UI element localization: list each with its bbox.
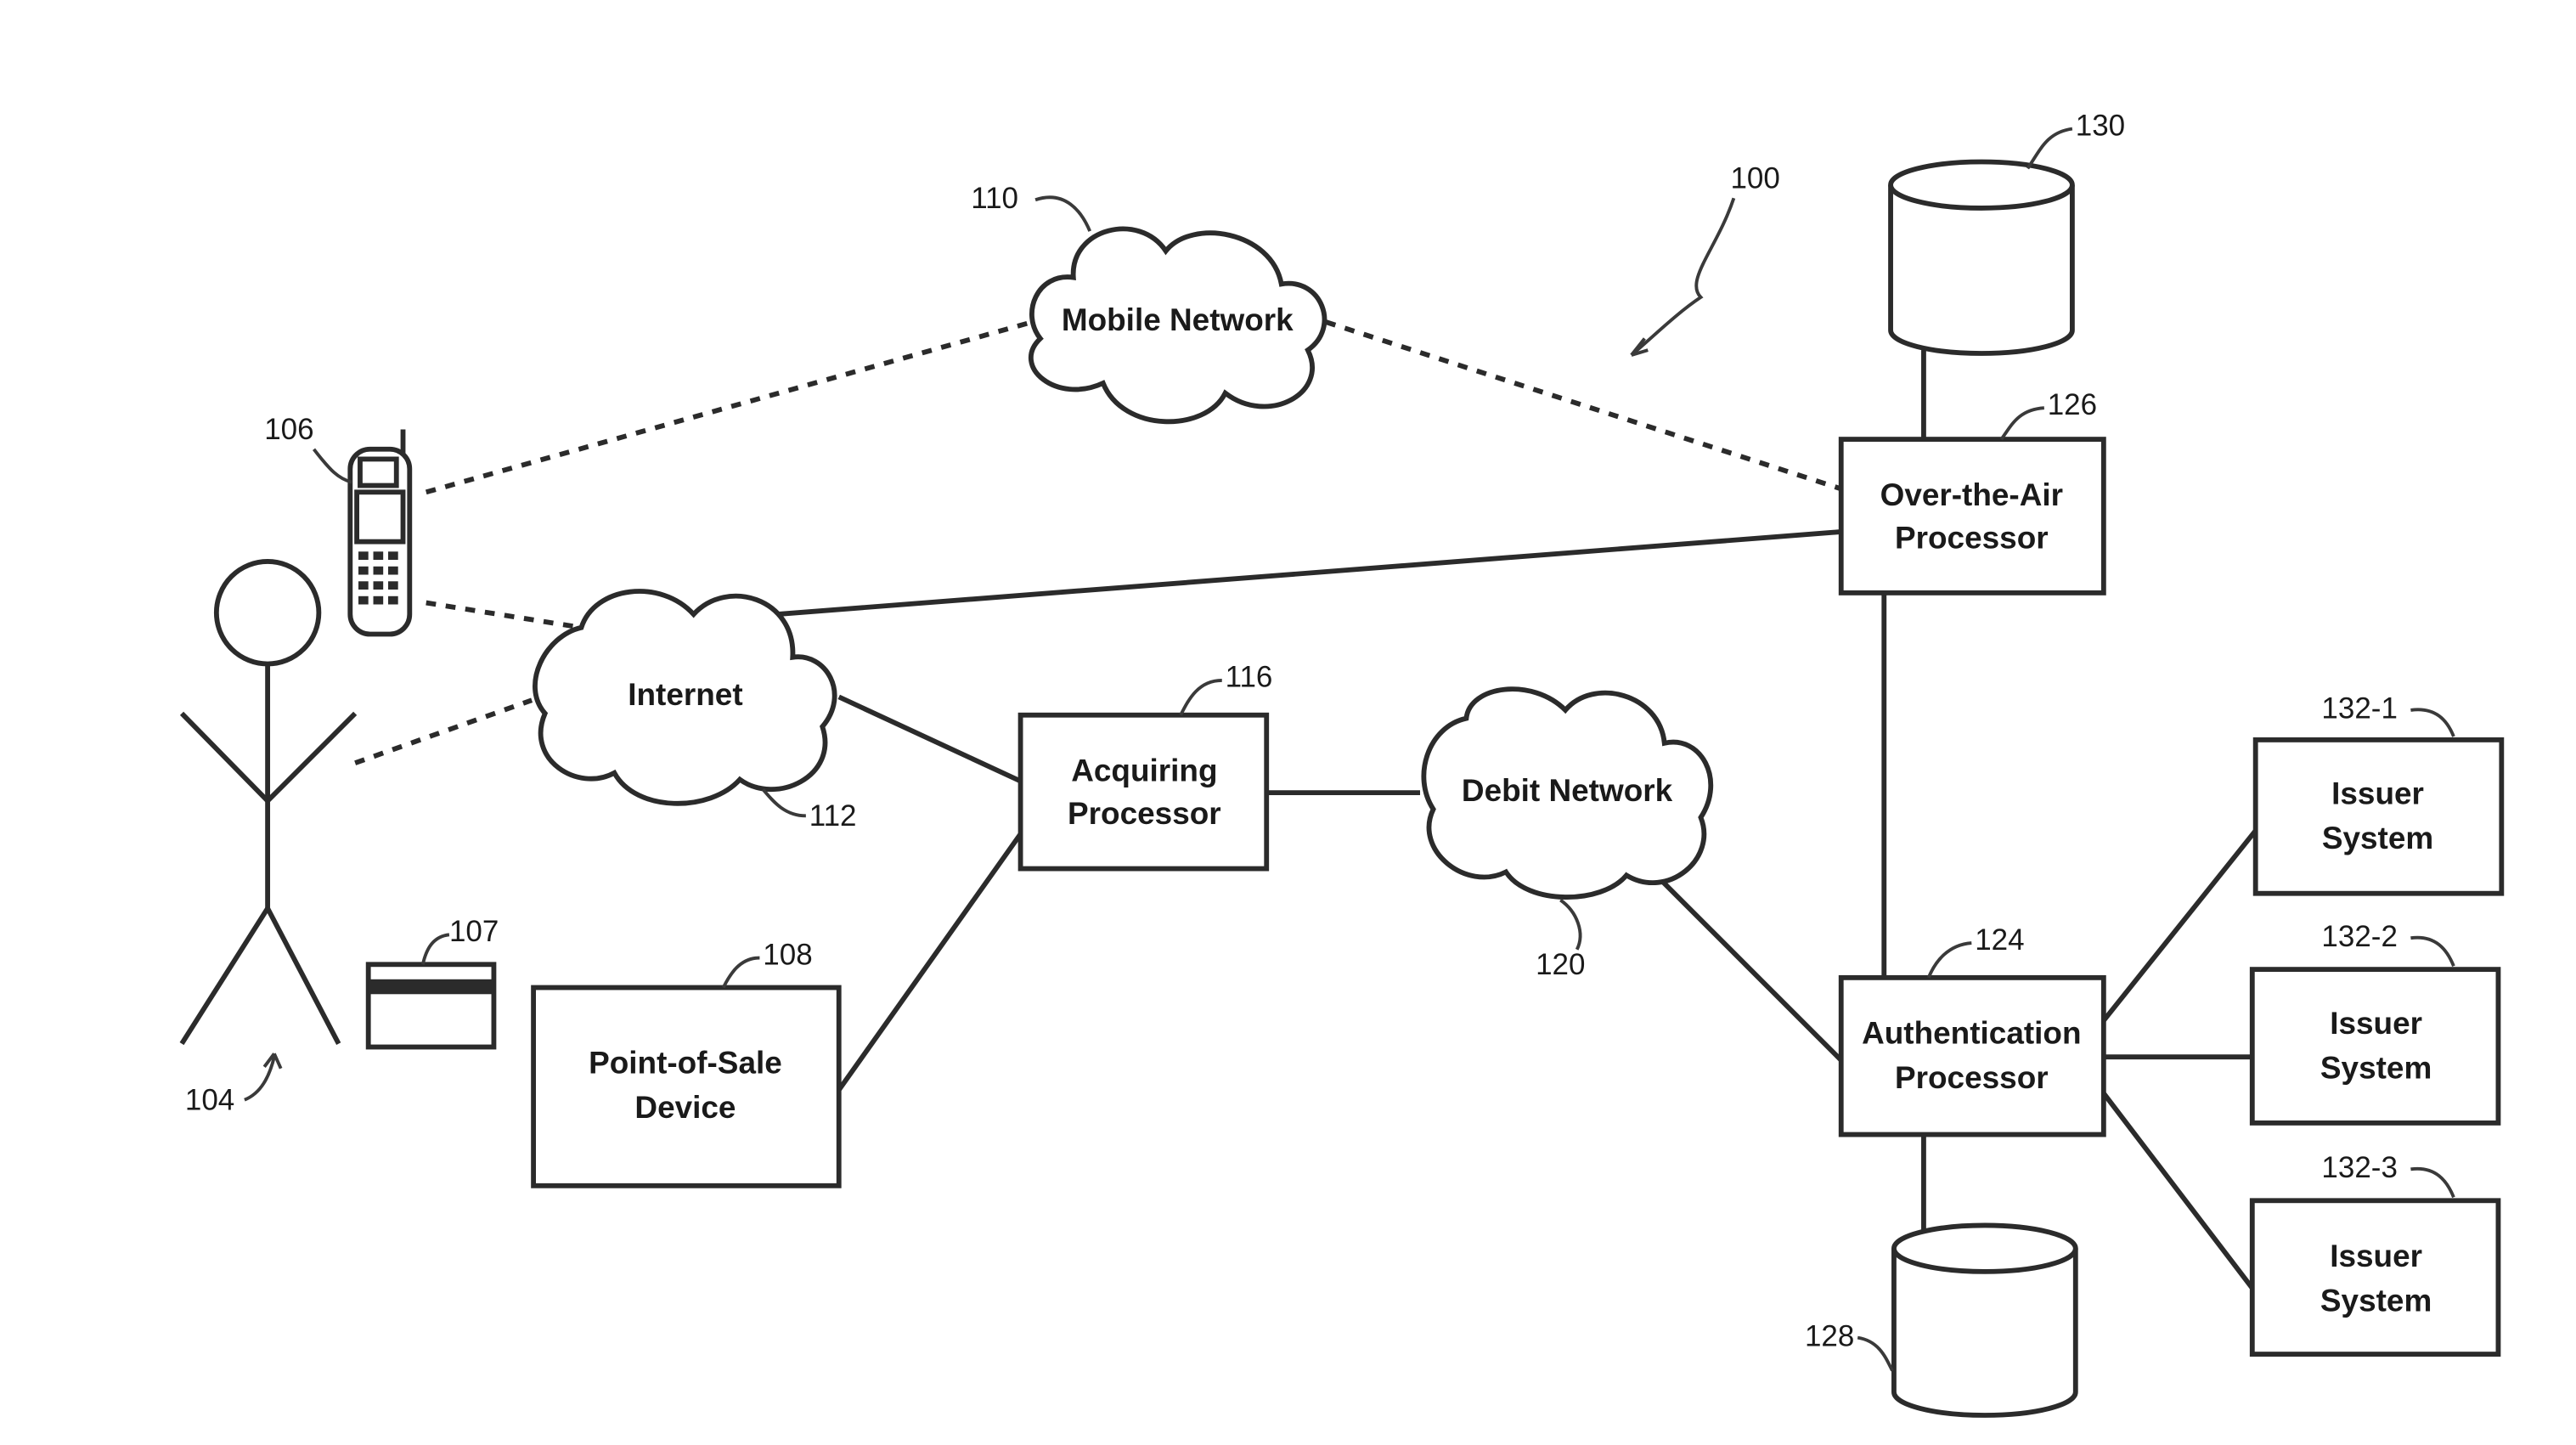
- mobile-network-label: Mobile Network: [1062, 302, 1294, 337]
- issuer-system-1-box: Issuer System: [2256, 740, 2502, 894]
- issuer-system-3-label-line2: System: [2320, 1284, 2432, 1318]
- database-130: [1891, 162, 2072, 354]
- ota-processor-label-line2: Processor: [1895, 520, 2049, 555]
- issuer-system-2-label-line1: Issuer: [2330, 1006, 2422, 1041]
- ref-106: 106: [264, 413, 313, 446]
- phone-to-mobile-network-link: [426, 322, 1032, 492]
- ref-112: 112: [809, 799, 857, 833]
- over-the-air-processor-box: Over-the-Air Processor: [1841, 439, 2104, 593]
- debit-network-cloud: Debit Network: [1423, 689, 1711, 897]
- internet-label: Internet: [628, 677, 742, 712]
- internet-to-acquiring-link: [839, 697, 1021, 781]
- ref-116: 116: [1226, 661, 1273, 694]
- authentication-to-issuer-1-link: [2104, 831, 2256, 1021]
- ref-124: 124: [1975, 923, 2024, 957]
- ref-132-1: 132-1: [2321, 692, 2397, 725]
- internet-cloud: Internet: [535, 591, 835, 804]
- ref-132-3: 132-3: [2321, 1151, 2397, 1184]
- authentication-to-issuer-3-link: [2104, 1093, 2252, 1288]
- mobile-phone-icon: [350, 429, 409, 634]
- debit-to-authentication-link: [1656, 875, 1841, 1060]
- ref-108: 108: [763, 938, 812, 971]
- point-of-sale-label-line2: Device: [634, 1090, 736, 1125]
- point-of-sale-box: Point-of-Sale Device: [533, 988, 839, 1186]
- ref-100: 100: [1730, 162, 1779, 195]
- ref-104: 104: [185, 1083, 234, 1116]
- user-stick-figure: [182, 562, 355, 1044]
- ref-120: 120: [1536, 948, 1585, 981]
- ref-130: 130: [2076, 109, 2125, 142]
- issuer-system-2-box: Issuer System: [2252, 969, 2499, 1123]
- authentication-processor-label-line2: Processor: [1895, 1060, 2049, 1095]
- pos-to-acquiring-link: [839, 834, 1021, 1090]
- issuer-system-2-label-line2: System: [2320, 1050, 2432, 1085]
- acquiring-processor-box: Acquiring Processor: [1021, 715, 1267, 869]
- payment-card-icon: [369, 964, 494, 1047]
- issuer-system-1-label-line1: Issuer: [2331, 776, 2424, 811]
- ref-100-arrow: [1632, 198, 1734, 355]
- user-to-internet-link: [355, 700, 532, 763]
- ref-128: 128: [1805, 1319, 1854, 1352]
- issuer-system-1-label-line2: System: [2322, 821, 2433, 855]
- database-128: [1894, 1225, 2076, 1415]
- ota-processor-label-line1: Over-the-Air: [1880, 477, 2063, 512]
- ref-107: 107: [449, 915, 499, 948]
- mobile-network-cloud: Mobile Network: [1031, 229, 1325, 421]
- acquiring-processor-label-line2: Processor: [1068, 796, 1221, 831]
- authentication-processor-box: Authentication Processor: [1841, 978, 2104, 1135]
- point-of-sale-label-line1: Point-of-Sale: [589, 1046, 782, 1081]
- acquiring-processor-label-line1: Acquiring: [1071, 754, 1217, 788]
- phone-to-internet-link: [426, 603, 582, 628]
- debit-network-label: Debit Network: [1462, 773, 1673, 808]
- ref-132-2: 132-2: [2321, 920, 2397, 953]
- ref-110: 110: [971, 182, 1018, 215]
- ref-126: 126: [2048, 388, 2097, 421]
- mobile-network-to-ota-link: [1326, 322, 1841, 488]
- issuer-system-3-box: Issuer System: [2252, 1200, 2499, 1354]
- authentication-processor-label-line1: Authentication: [1862, 1016, 2081, 1051]
- internet-to-ota-link: [776, 532, 1841, 614]
- issuer-system-3-label-line1: Issuer: [2330, 1239, 2422, 1273]
